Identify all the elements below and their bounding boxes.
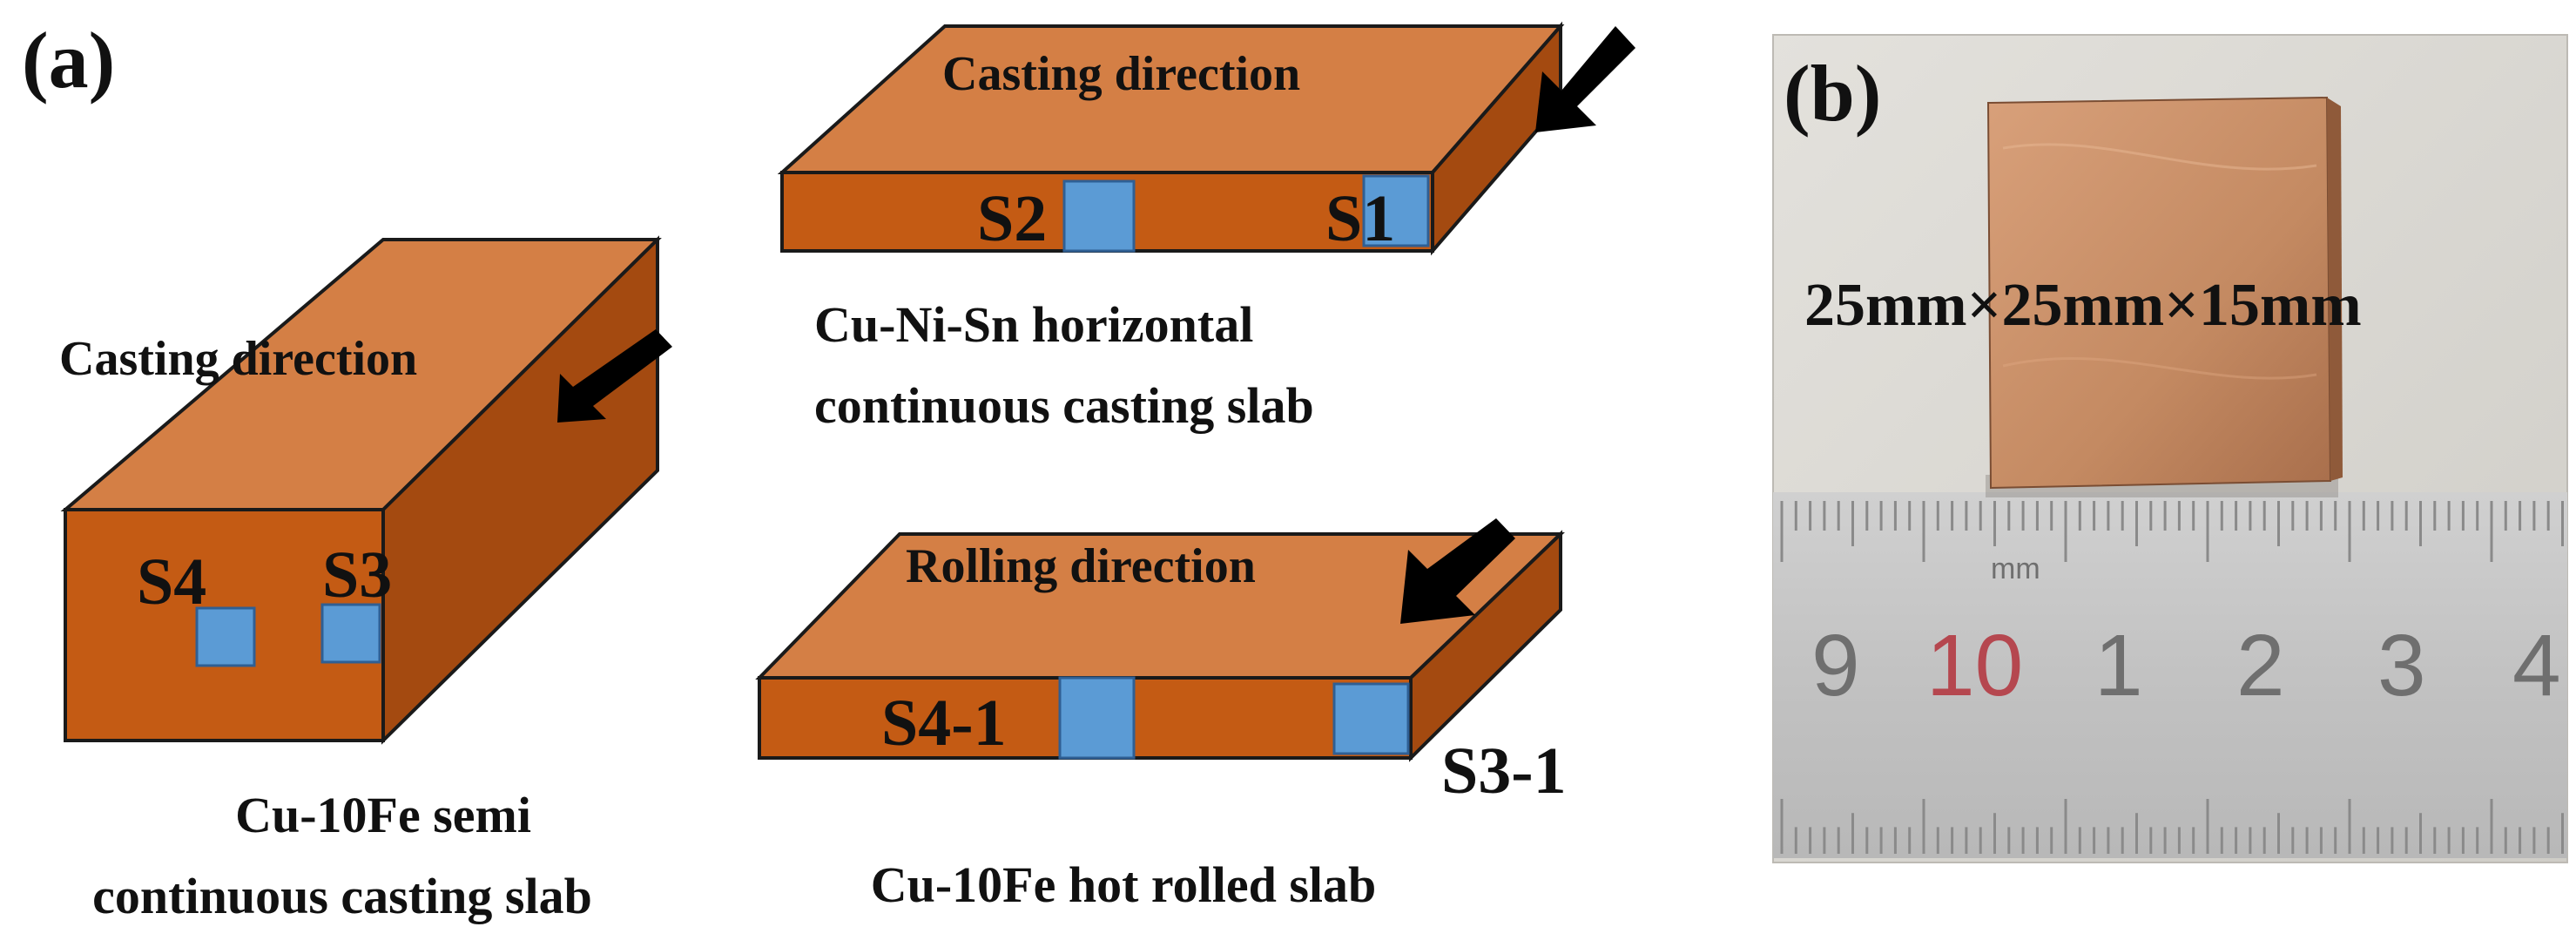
panel-a: (a) S4 S3 Casting direction Cu-10Fe semi… [22, 16, 1635, 924]
casting-direction-label: Casting direction [942, 47, 1300, 101]
caption: Cu-10Fe hot rolled slab [871, 856, 1377, 913]
specimen-edge [2327, 98, 2343, 481]
semi-continuous-slab: S4 S3 Casting direction Cu-10Fe semi con… [59, 235, 672, 924]
hot-rolled-slab: S4-1 S3-1 Rolling direction Cu-10Fe hot … [755, 518, 1567, 913]
casting-direction-label: Casting direction [59, 332, 417, 386]
arrow-icon [1535, 26, 1635, 132]
sample-box-s4-1 [1058, 676, 1136, 760]
sample-label-s4-1: S4-1 [881, 687, 1007, 760]
ruler-number-10: 10 [1926, 617, 2023, 714]
sample-box-s2 [1062, 179, 1136, 253]
ruler-number-3: 3 [2377, 617, 2426, 714]
sample-label-s3-1: S3-1 [1441, 734, 1567, 808]
caption-line-1: Cu-10Fe semi [235, 787, 531, 843]
specimen-block-icon [1986, 96, 2343, 497]
dimension-label: 25mm×25mm×15mm [1804, 272, 2362, 339]
ruler-number-9: 9 [1811, 617, 1860, 714]
caption-line-1: Cu-Ni-Sn horizontal [814, 296, 1253, 353]
ruler-icon: mm 9 10 1 2 3 4 [1773, 492, 2567, 858]
ruler-ticks [1780, 501, 2564, 854]
caption-line-2: continuous casting slab [92, 868, 592, 924]
panel-a-label: (a) [22, 16, 115, 105]
ruler-unit-label: mm [1991, 552, 2040, 585]
sample-box-s4 [195, 606, 256, 667]
ruler-number-1: 1 [2094, 617, 2143, 714]
sample-label-s2: S2 [977, 182, 1047, 255]
arrow-icon [557, 329, 672, 423]
sample-label-s3: S3 [322, 538, 392, 612]
rolling-direction-label: Rolling direction [906, 539, 1256, 593]
arrow-icon [1400, 518, 1515, 624]
panel-b-label: (b) [1784, 49, 1881, 138]
sample-label-s4: S4 [137, 545, 206, 619]
horizontal-slab: S2 S1 Casting direction Cu-Ni-Sn horizon… [777, 21, 1635, 434]
caption-line-2: continuous casting slab [814, 377, 1314, 434]
sample-label-s1: S1 [1325, 182, 1395, 255]
ruler-number-4: 4 [2512, 617, 2561, 714]
specimen-sheen [2002, 143, 2317, 171]
specimen-sheen [2002, 356, 2317, 380]
sample-box-s1 [1362, 174, 1430, 247]
sample-box-s3-1 [1332, 682, 1410, 755]
panel-b: mm 9 10 1 2 3 4 (b) 25mm×25mm×15mm [1772, 34, 2568, 863]
ruler-number-2: 2 [2236, 617, 2285, 714]
sample-box-s3 [320, 603, 381, 664]
ruler-body [1773, 492, 2567, 858]
